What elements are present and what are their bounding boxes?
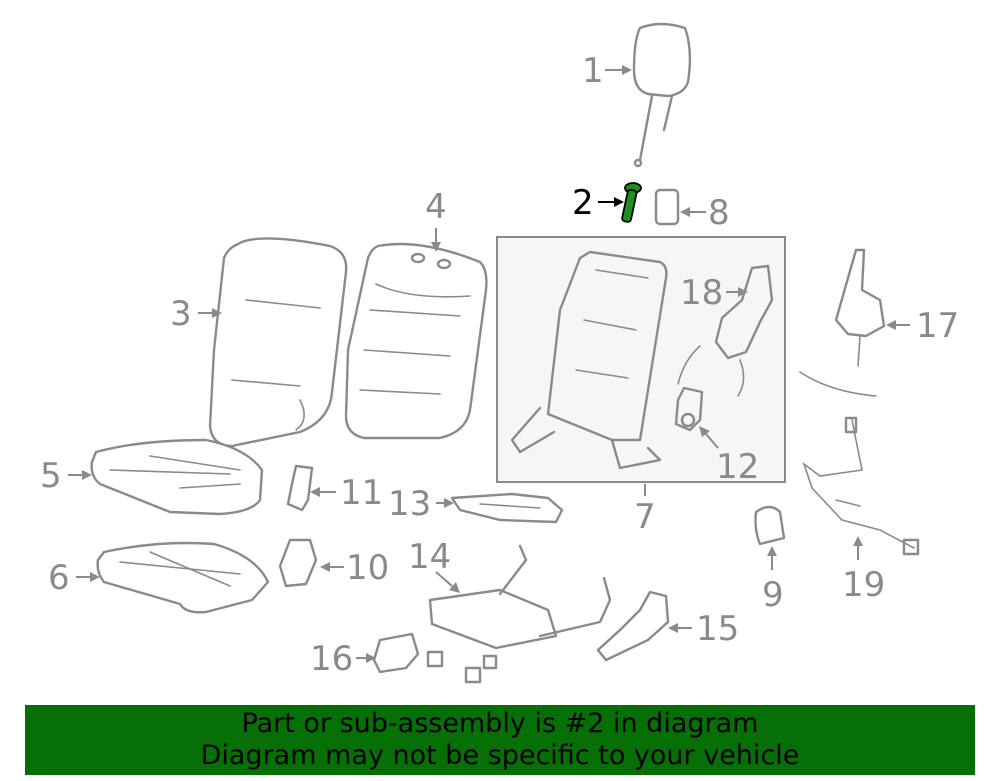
part-9-trim[interactable] [754,505,786,546]
callout-15[interactable]: 15 [696,609,739,649]
callout-7[interactable]: 7 [634,497,656,537]
part-2-guide[interactable] [621,182,642,223]
callout-13[interactable]: 13 [388,484,431,524]
part-16-cover[interactable] [372,632,420,674]
callout-17[interactable]: 17 [916,306,959,346]
part-13-support[interactable] [450,492,564,524]
part-5-cushion-cover[interactable] [90,438,264,516]
callout-8[interactable]: 8 [708,193,730,233]
part-17-latch[interactable] [799,248,886,397]
part-14-seat-frame[interactable] [426,544,612,684]
callout-18[interactable]: 18 [680,273,723,313]
leaders [68,65,910,663]
part-6-cushion-pad[interactable] [96,541,270,614]
callout-10[interactable]: 10 [346,548,389,588]
banner-line-2: Diagram may not be specific to your vehi… [200,740,800,771]
part-18-recliner[interactable] [677,264,774,397]
part-11-bracket[interactable] [286,464,314,512]
callout-16[interactable]: 16 [310,639,353,679]
part-12-motor[interactable] [674,386,704,432]
part-4-back-pad[interactable] [344,242,488,440]
part-8-cap[interactable] [654,188,680,226]
parts-diagram: 1 2 3 4 5 6 7 8 9 10 11 12 13 14 15 16 1… [40,22,959,684]
info-banner: Part or sub-assembly is #2 in diagram Di… [25,705,975,775]
part-10-bracket[interactable] [278,538,318,588]
part-1-headrest[interactable] [632,22,692,168]
callout-5[interactable]: 5 [40,456,62,496]
callout-4[interactable]: 4 [425,187,447,227]
part-7-frame-box [496,236,786,483]
callout-2[interactable]: 2 [572,183,594,223]
part-7-back-frame[interactable] [510,250,668,470]
part-15-cover[interactable] [596,590,670,662]
banner-line-1: Part or sub-assembly is #2 in diagram [241,708,759,739]
callout-9[interactable]: 9 [762,575,784,615]
callout-19[interactable]: 19 [842,565,885,605]
callout-14[interactable]: 14 [408,537,451,577]
callout-labels: 1 2 3 4 5 6 7 8 9 10 11 12 13 14 15 16 1… [40,51,959,679]
callout-6[interactable]: 6 [48,558,70,598]
callout-12[interactable]: 12 [716,447,759,487]
part-19-harness[interactable] [802,416,920,556]
callout-11[interactable]: 11 [340,473,383,513]
callout-3[interactable]: 3 [170,294,192,334]
callout-1[interactable]: 1 [582,51,604,91]
part-3-back-cover[interactable] [208,237,348,448]
